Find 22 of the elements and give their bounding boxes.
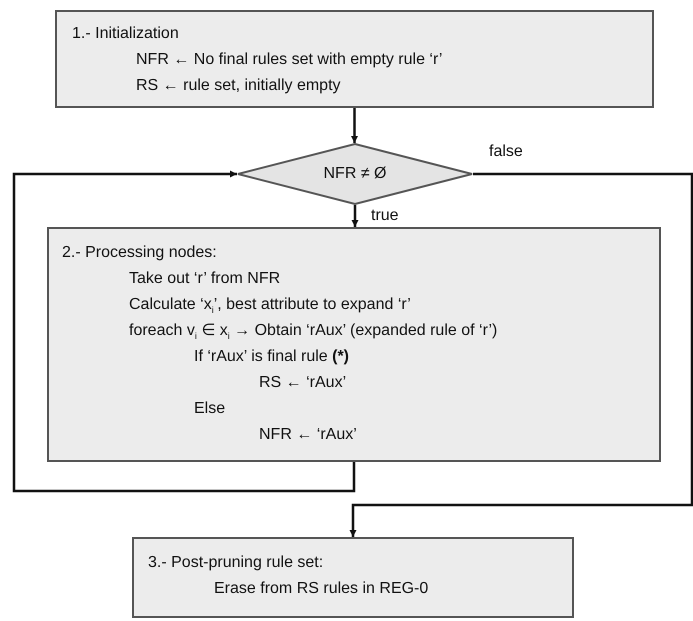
pseudocode-line: Erase from RS rules in REG-0 — [214, 579, 428, 599]
process-box — [132, 537, 574, 618]
decision-diamond — [237, 143, 473, 205]
pseudocode-line: RS ← rule set, initially empty — [136, 76, 341, 96]
arrow — [12, 170, 356, 492]
pseudocode-line: Calculate ‘x$_{i}$’, best attribute to expand ‘r’ — [129, 295, 411, 315]
arrow — [350, 172, 693, 537]
pseudocode-line: Take out ‘r’ from NFR — [129, 269, 280, 289]
pseudocode-line: NFR ← ‘rAux’ — [259, 425, 357, 445]
process-box — [47, 227, 661, 462]
arrow — [352, 205, 358, 227]
pseudocode-line: NFR ≠ Ø — [322, 164, 388, 184]
pseudocode-line: If ‘rAux’ is final rule (*) — [194, 347, 350, 367]
step-heading: 2.- Processing nodes: — [62, 243, 217, 263]
step-heading: 3.- Post-pruning rule set: — [148, 553, 324, 573]
process-box — [55, 10, 654, 108]
step-heading: 1.- Initialization — [72, 24, 179, 44]
pseudocode-line: foreach v$_{i}$ ∈ x$_{i}$ → Obtain ‘rAux’ (expanded rule of ‘r’) — [129, 321, 498, 341]
pseudocode-line: RS ← ‘rAux’ — [259, 373, 346, 393]
pseudocode-line: Else — [194, 399, 226, 419]
pseudocode-line: NFR ← No final rules set with empty rule ‘r’ — [136, 50, 442, 70]
arrow — [351, 108, 358, 143]
